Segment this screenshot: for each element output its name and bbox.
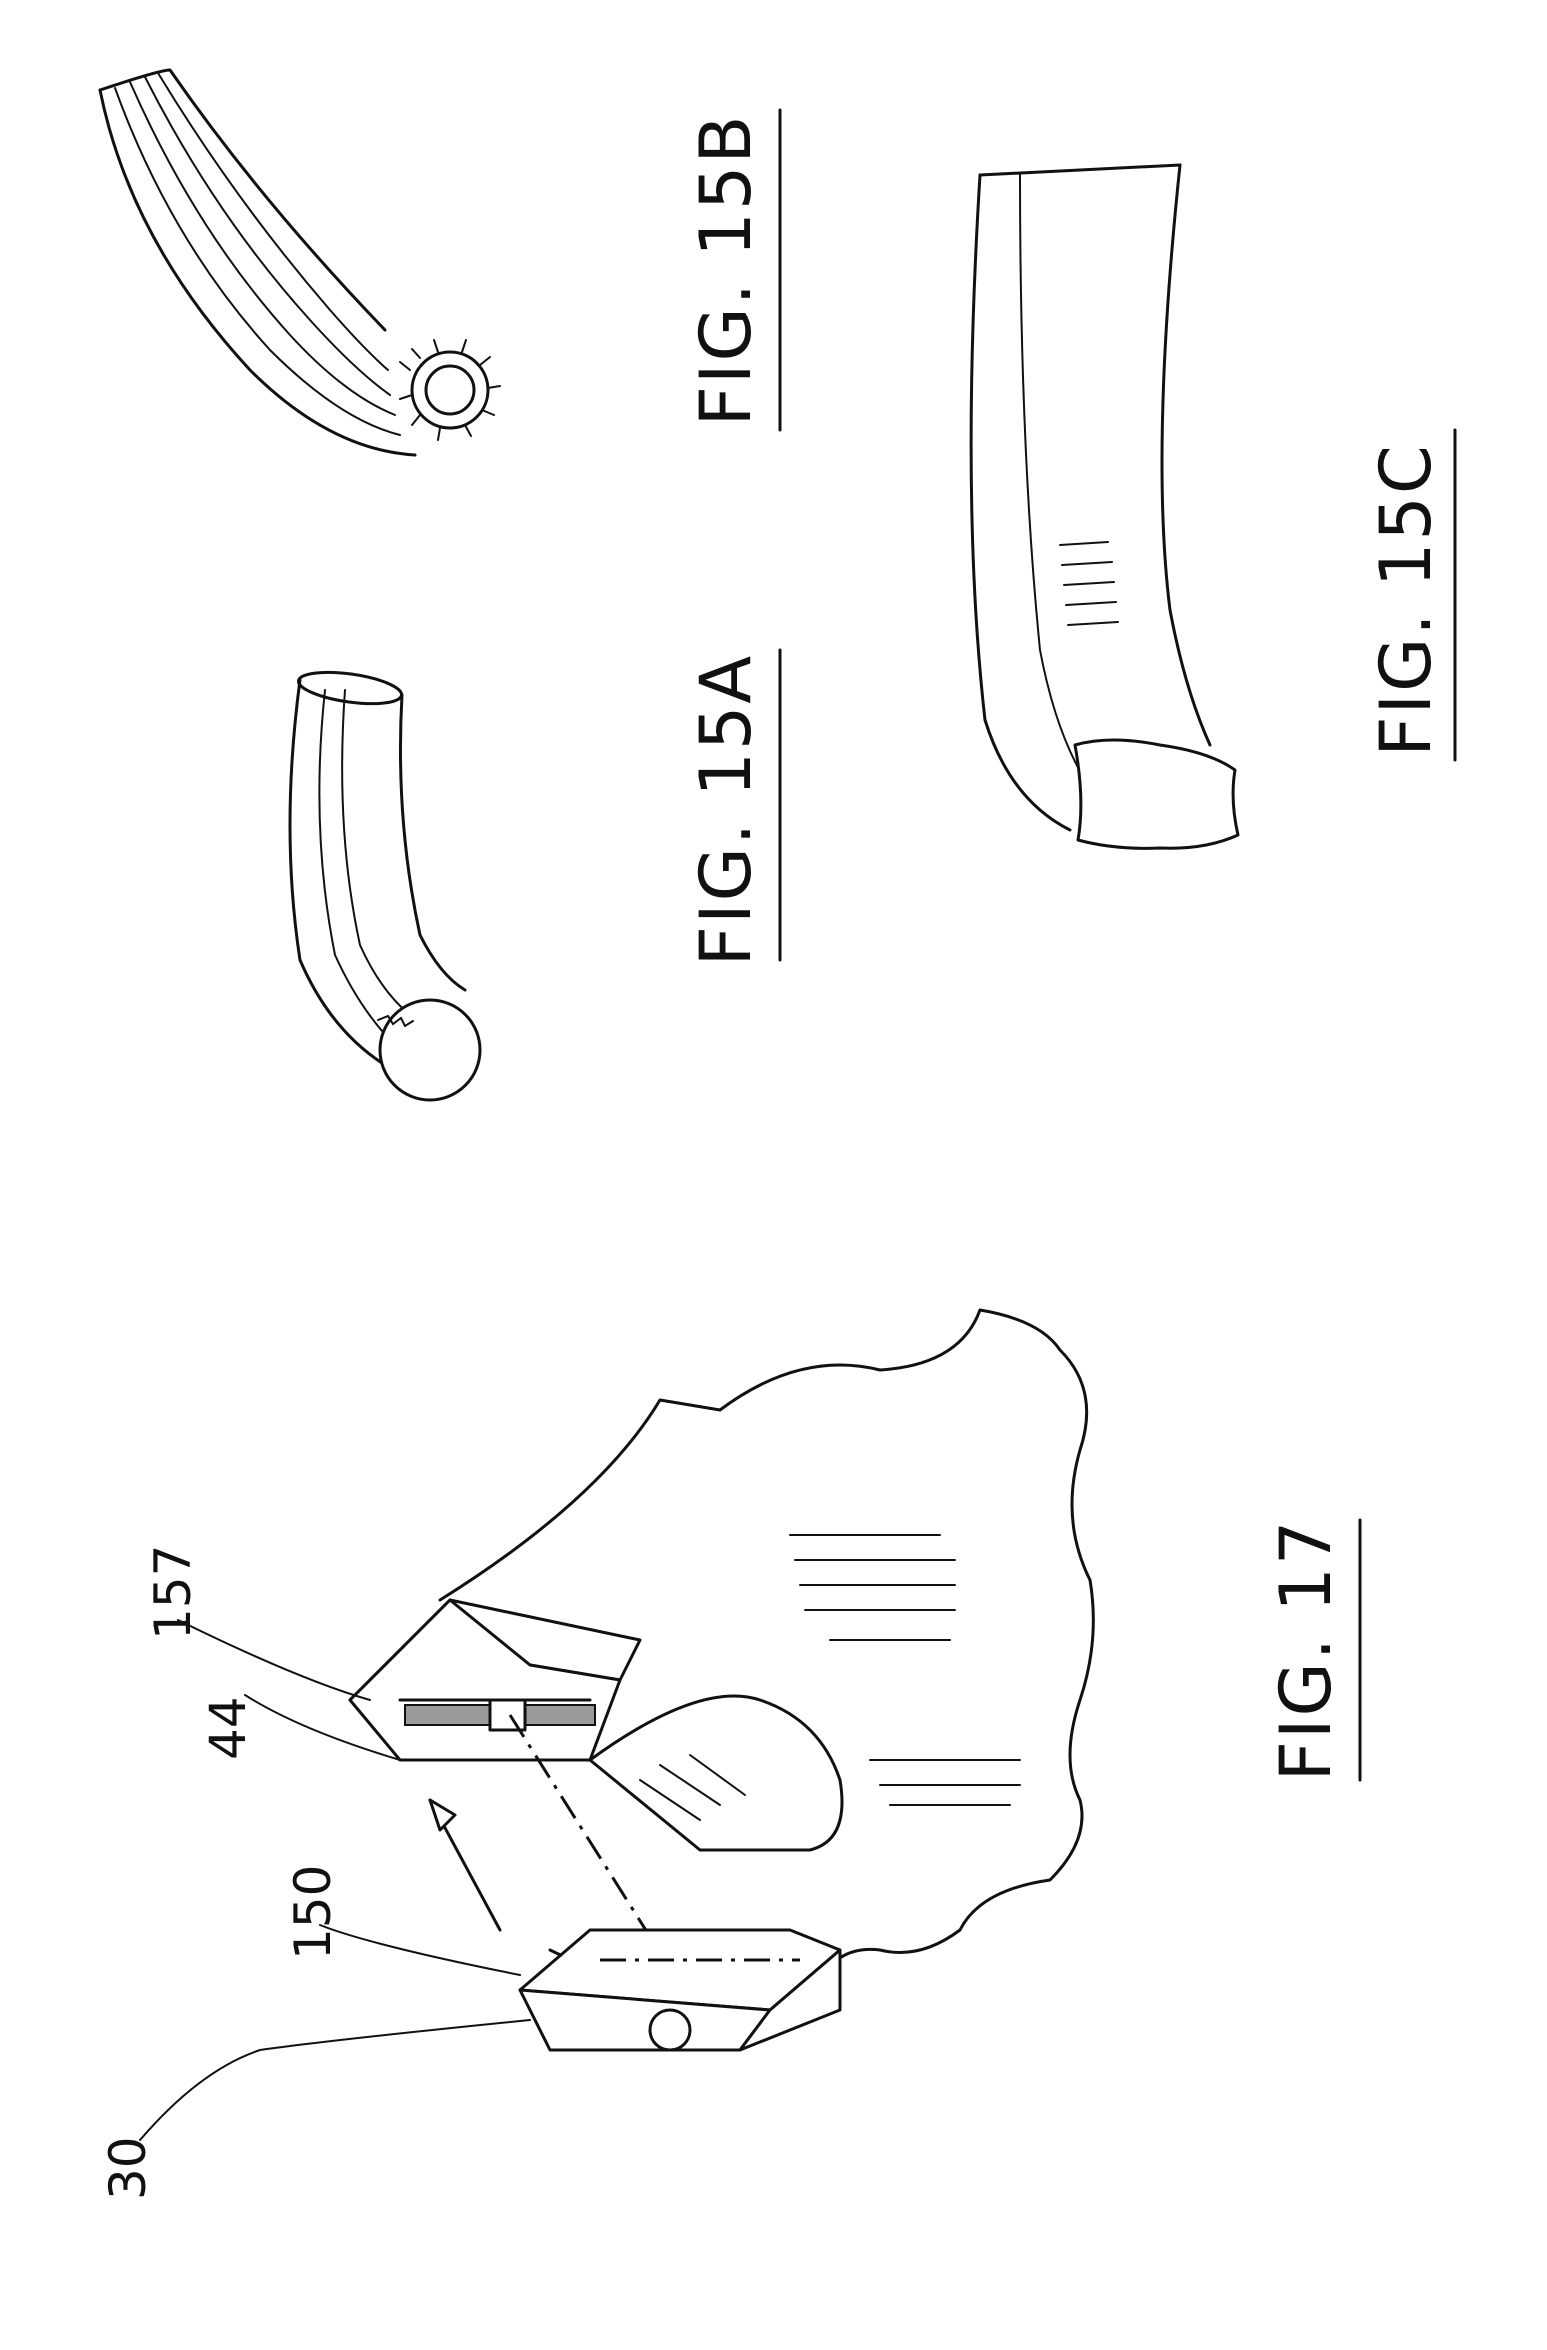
hatched-slot-right (525, 1705, 595, 1725)
fig-15a-drawing (290, 667, 480, 1100)
ball-end-icon (380, 1000, 480, 1100)
ribbed-end-icon (412, 352, 488, 428)
ref-157: 157 (144, 1545, 202, 1640)
fig-17-drawing (140, 1310, 1093, 2140)
ref-44: 44 (199, 1696, 257, 1760)
fig-15c-drawing (971, 165, 1238, 848)
ref-30: 30 (99, 2136, 157, 2200)
fig-15b-drawing (100, 70, 500, 455)
ref-150: 150 (284, 1865, 342, 1960)
fig-15a-label: FIG. 15A (685, 654, 767, 967)
hatched-slot-left (405, 1705, 490, 1725)
fig-15b-label: FIG. 15B (685, 114, 767, 427)
fig-15c-label: FIG. 15C (1365, 443, 1447, 757)
flat-end-icon (1075, 740, 1238, 848)
fig-17-label: FIG. 17 (1265, 1519, 1347, 1782)
